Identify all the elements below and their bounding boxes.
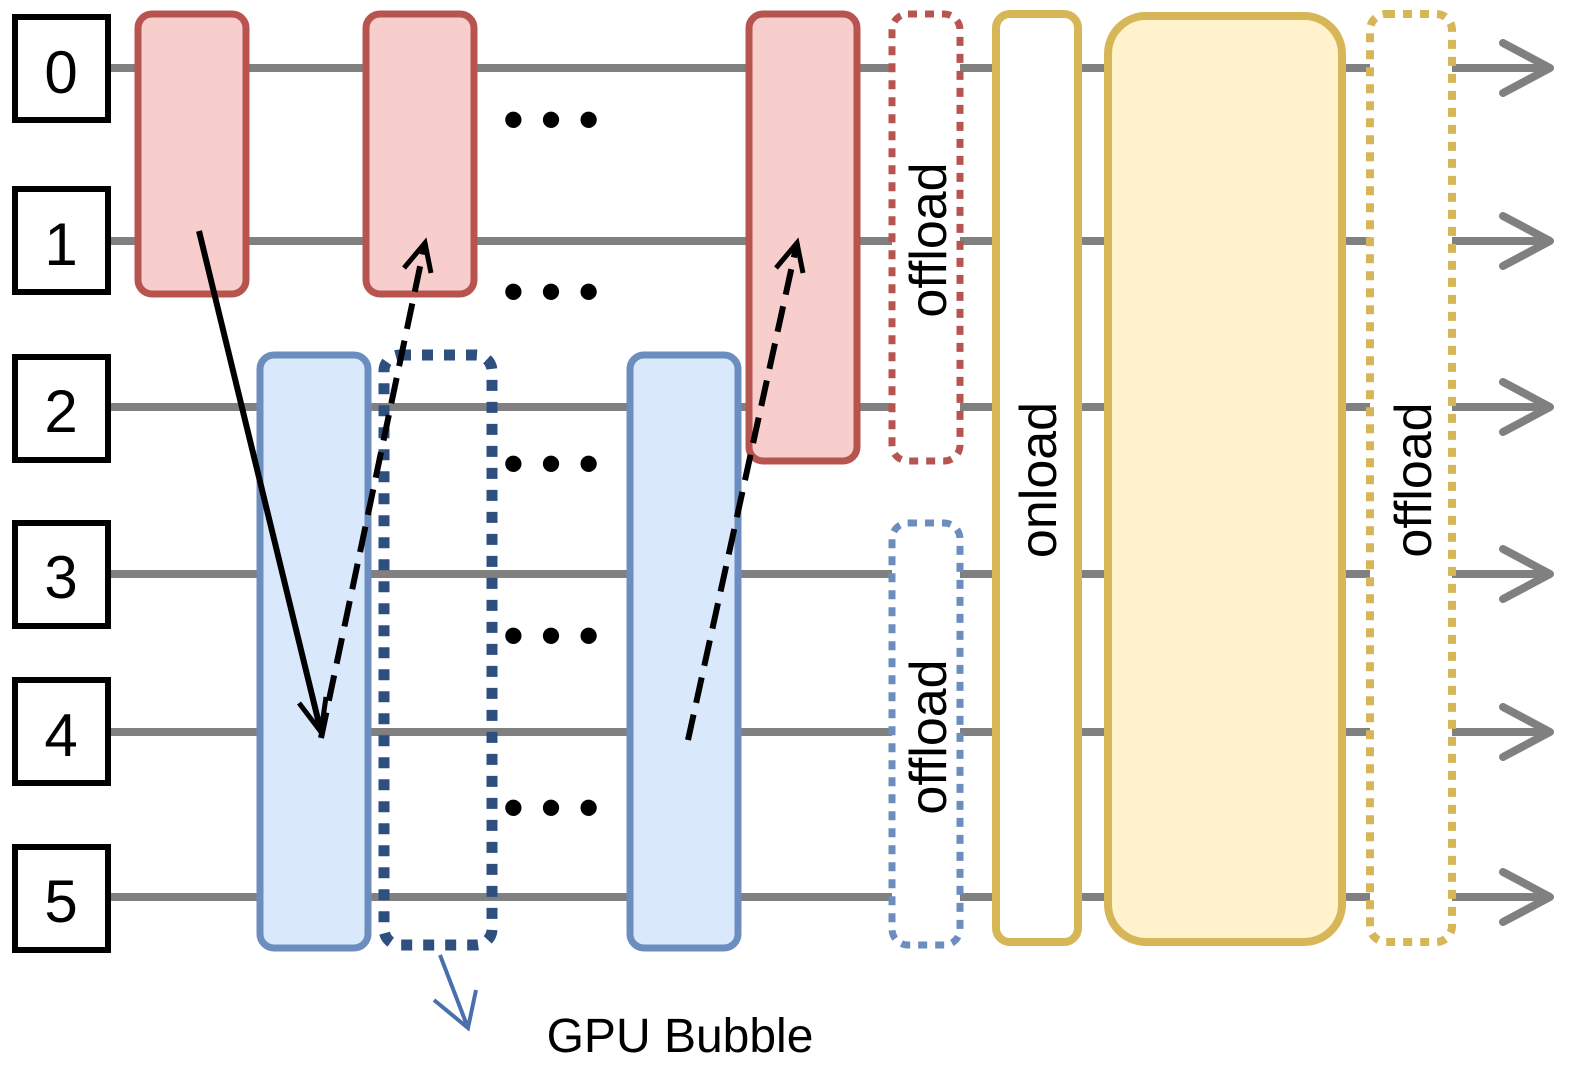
arrowhead-icon	[1499, 378, 1554, 436]
offload-label-bottom: offload	[900, 659, 958, 814]
arrowhead-icon	[1499, 868, 1554, 926]
stage-box-4	[12, 677, 111, 786]
stage-box-1	[12, 186, 111, 295]
flow-arrows	[196, 230, 806, 741]
stage-labels: 0 1 2 3 4 5	[12, 14, 111, 953]
onload-box	[992, 10, 1082, 946]
pointer-arrowhead-icon	[432, 989, 478, 1032]
ellipsis-0-1: • • •	[503, 86, 599, 153]
stage-label-0: 0	[44, 39, 77, 106]
offload-label-right: offload	[1385, 402, 1443, 557]
red-block-2	[362, 10, 478, 298]
ellipsis-1-2: • • •	[503, 258, 599, 325]
backward-arrowhead-1-icon	[402, 237, 434, 274]
offload-box-right	[1366, 10, 1456, 946]
offload-box-bottom	[888, 519, 964, 949]
ellipses: • • • • • • • • • • • • • • •	[503, 86, 599, 841]
stage-label-2: 2	[44, 378, 77, 445]
stage-box-3	[12, 520, 111, 629]
arrowhead-icon	[1499, 39, 1554, 97]
yellow-block	[1104, 12, 1346, 946]
stage-label-4: 4	[44, 702, 77, 769]
ellipsis-4-5: • • •	[503, 774, 599, 841]
red-block-1	[134, 10, 250, 298]
stage-label-1: 1	[44, 211, 77, 278]
gpu-bubble-caption: GPU Bubble	[547, 1010, 814, 1063]
blue-blocks	[256, 351, 742, 952]
stage-box-2	[12, 354, 111, 463]
ellipsis-2-3: • • •	[503, 430, 599, 497]
stage-label-5: 5	[44, 868, 77, 935]
arrowhead-icon	[1499, 703, 1554, 761]
backward-arrow-2	[685, 242, 800, 741]
backward-arrow-1	[318, 242, 428, 739]
offload-label-top: offload	[900, 162, 958, 317]
blue-block-2	[626, 351, 742, 952]
timeline-arrowheads	[1499, 39, 1554, 926]
backward-arrowhead-2-icon	[774, 237, 806, 274]
stage-label-3: 3	[44, 544, 77, 611]
pointer-line	[438, 954, 470, 1029]
blue-block-1	[256, 351, 372, 952]
gpu-bubble-pointer	[432, 954, 478, 1032]
offload-box-top	[888, 10, 964, 465]
gpu-bubble-box	[378, 349, 498, 951]
forward-arrow	[196, 230, 324, 733]
arrowhead-icon	[1499, 545, 1554, 603]
onload-label: onload	[1010, 402, 1068, 558]
ellipsis-3-4: • • •	[503, 602, 599, 669]
stage-box-0	[12, 14, 111, 123]
arrowhead-icon	[1499, 212, 1554, 270]
stage-box-5	[12, 844, 111, 953]
